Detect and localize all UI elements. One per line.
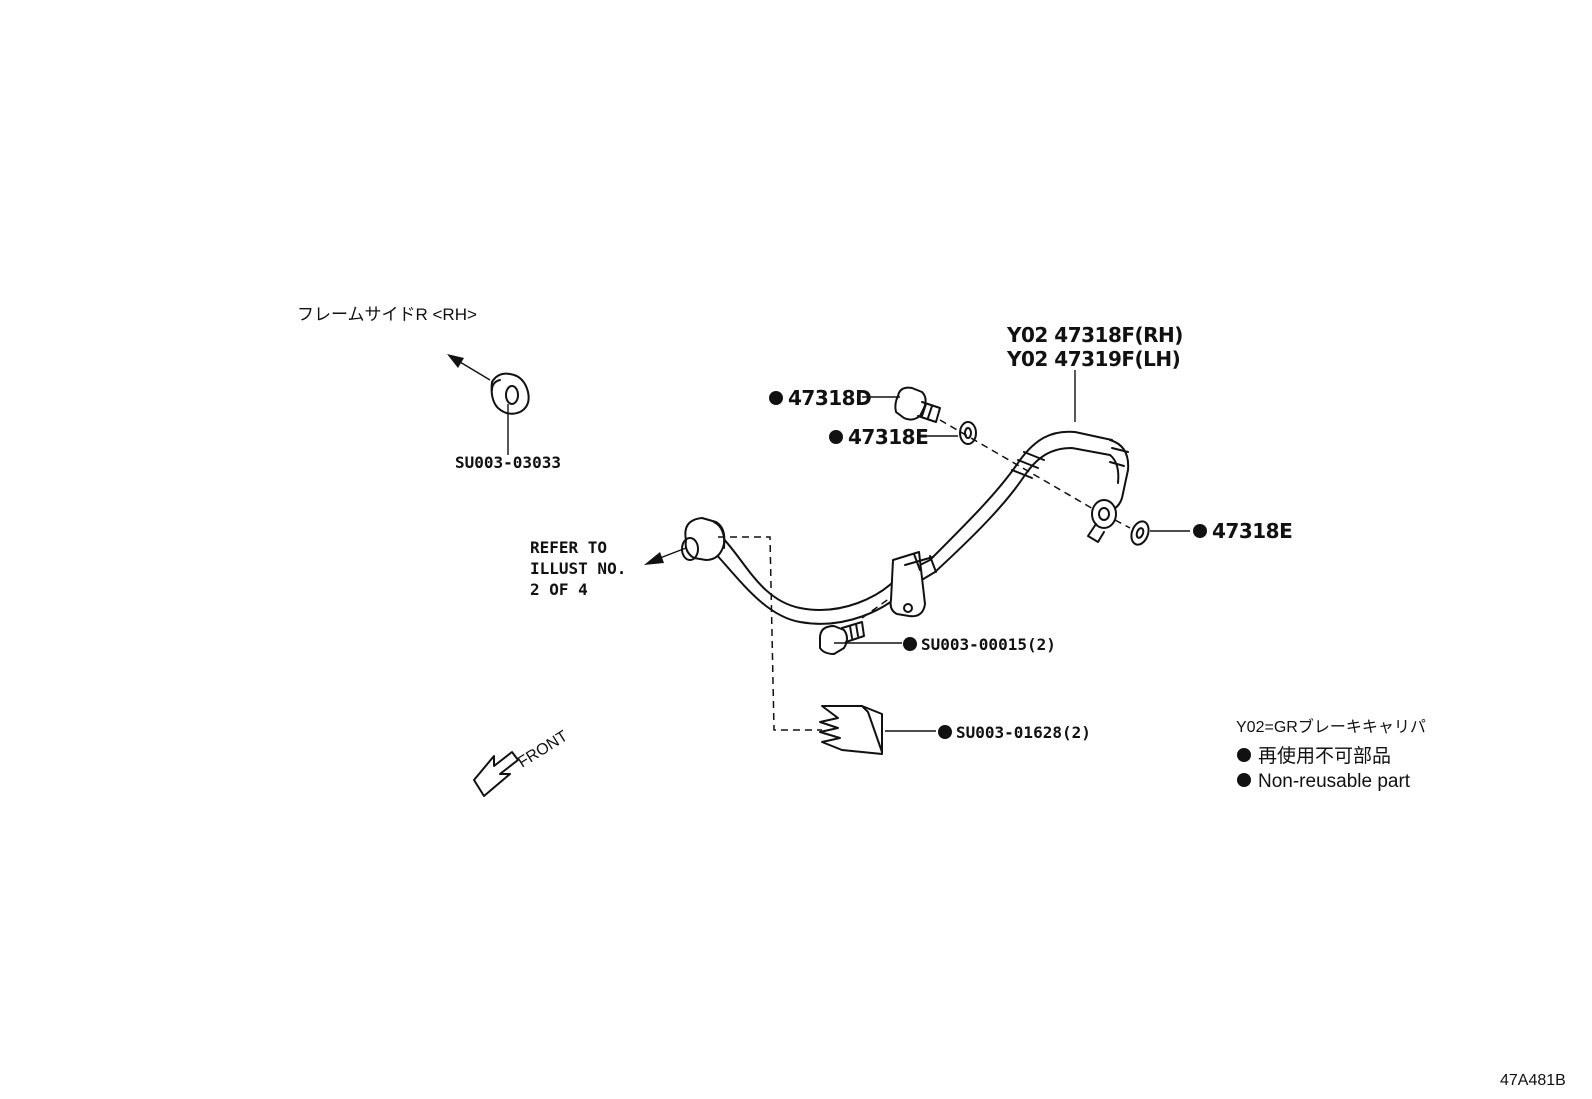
illustration-id: 47A481B [1500, 1072, 1566, 1089]
part-su003-00015-label: SU003-00015(2) [921, 635, 1056, 654]
frame-side-bolt [447, 354, 530, 455]
part-47318e-lower-label: 47318E [1212, 519, 1292, 543]
non-reusable-mark [769, 391, 783, 405]
legend-dot [1237, 773, 1251, 787]
brake-hose [681, 430, 1130, 625]
refer-line-3: 2 OF 4 [530, 580, 588, 599]
legend-non-reusable-en: Non-reusable part [1258, 771, 1411, 792]
bolt-su003-00015 [819, 597, 891, 655]
part-47318e-upper-label: 47318E [848, 425, 928, 449]
frame-side-label: フレームサイドR <RH> [297, 305, 477, 324]
part-47318d-label: 47318D [788, 386, 871, 410]
refer-line-1: REFER TO [530, 538, 607, 557]
part-su003-03033-label: SU003-03033 [455, 453, 561, 472]
refer-line-2: ILLUST NO. [530, 559, 626, 578]
non-reusable-mark [938, 725, 952, 739]
legend-y02-note: Y02=GRブレーキキャリパ [1236, 717, 1426, 736]
bolt-47318d [894, 386, 941, 423]
non-reusable-mark [903, 637, 917, 651]
washer-47318e-upper [959, 421, 977, 445]
legend-dot [1237, 748, 1251, 762]
front-arrow [473, 751, 519, 797]
hose-rh-label: Y02 47318F(RH) [1006, 323, 1183, 347]
front-label: FRONT [515, 728, 571, 772]
legend-non-reusable-jp: 再使用不可部品 [1258, 745, 1391, 767]
non-reusable-mark [829, 430, 843, 444]
part-su003-01628-label: SU003-01628(2) [956, 723, 1091, 742]
non-reusable-mark [1193, 524, 1207, 538]
clip-su003-01628 [819, 705, 883, 755]
washer-47318e-lower [1130, 520, 1150, 546]
hose-lh-label: Y02 47319F(LH) [1006, 347, 1180, 371]
